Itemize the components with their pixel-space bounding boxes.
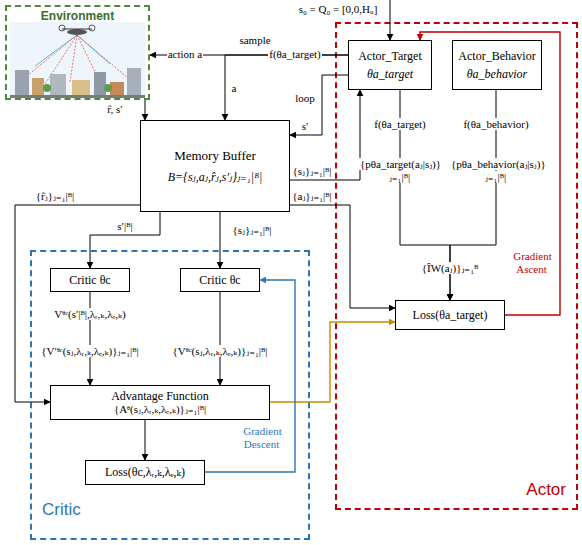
environment-panel: Environment (5, 5, 150, 100)
connector-arrow (145, 420, 146, 460)
actor-target-box: Actor_Target θa_target (348, 40, 432, 90)
formula-label-holder: {ÎW(aⱼ)}ⱼ₌₁ᴮ (410, 262, 490, 275)
actor-loss-box: Loss(θa_target) (395, 300, 505, 330)
edge-label-holder: Gradient Ascent (507, 250, 557, 276)
formula-label-holder: Vᶿᶜ(s′|ᴮ|,λᵣ,ₖ,λₑ,ₖ) (30, 308, 150, 321)
edge-label-holder: action a (159, 48, 211, 61)
formula-label: {Vᶿᶜ(sⱼ,λᵣ,ₖ,λₑ,ₖ)}ⱼ₌₁|ᴮ| (171, 345, 268, 357)
connector-arrow (90, 212, 160, 268)
connector-arrow (450, 90, 496, 300)
connector-arrow (290, 75, 348, 135)
edge-label-holder: {r̂ⱼ}ⱼ₌₁|ᴮ| (24, 190, 86, 203)
critic-network-box: Critic θc (180, 268, 260, 292)
connector-arrow (220, 212, 221, 268)
edge-label: a (231, 82, 238, 94)
formula-label-holder: f(θa_behavior) (454, 118, 538, 131)
edge-label: action a (167, 48, 204, 60)
formula-label-holder: {V′ᶿᶜ(sⱼ,λᵣ,ₖ,λₑ,ₖ)}ⱼ₌₁|ᴮ| (30, 345, 150, 358)
formula-label: loop (294, 92, 316, 104)
initial-state-wire (390, 0, 391, 40)
edge-label: {r̂ⱼ}ⱼ₌₁|ᴮ| (35, 190, 75, 202)
edge-label-holder: {sⱼ}ⱼ₌₁|ᴮ| (285, 165, 339, 178)
region-title: Critic (42, 500, 81, 520)
formula-label-holder: loop (290, 92, 320, 105)
formula-label-holder: {Vᶿᶜ(sⱼ,λᵣ,ₖ,λₑ,ₖ)}ⱼ₌₁|ᴮ| (165, 345, 275, 358)
connector-arrow (15, 205, 140, 402)
box-formula: {Aᶿ(sⱼ,λᵣ,ₖ,λₑ,ₖ)}ⱼ₌₁|ᴮ| (114, 403, 206, 416)
connector-arrow (205, 280, 295, 472)
box-title: Critic θc (69, 273, 110, 287)
memory-buffer-box: Memory BufferB={sⱼ,aⱼ,r̂ⱼ,s′ⱼ}ⱼ₌₁|ᴮ| (140, 120, 290, 212)
formula-label-holder: sample (235, 34, 275, 47)
critic-loss-box: Loss(θc,λᵣ,ₖ,λₑ,ₖ) (85, 460, 205, 485)
edge-label-holder: {aⱼ}ⱼ₌₁|ᴮ| (285, 190, 339, 203)
box-title: Loss(θa_target) (413, 308, 488, 322)
formula-label-holder: f(θa_target) (259, 48, 331, 61)
box-title: Critic θc (199, 273, 240, 287)
formula-label-holder: f(θa_target) (360, 118, 440, 131)
edge-label: {aⱼ}ⱼ₌₁|ᴮ| (291, 190, 333, 202)
edge-label: s′ (301, 120, 310, 132)
critic-region: Critic Critic θc Critic θc Advantage Functi… (30, 250, 310, 540)
box-formula: θa_behavior (467, 67, 528, 81)
formula-label: f(θa_behavior) (462, 118, 529, 130)
edge-label: Gradient Ascent (512, 250, 551, 275)
formula-label: Vᶿᶜ(s′|ᴮ|,λᵣ,ₖ,λₑ,ₖ) (53, 308, 126, 320)
connector-arrow (270, 322, 395, 402)
formula-label: f(θa_target) (373, 118, 426, 130)
connector-arrow (420, 32, 560, 315)
edge-label: s′|ᴮ| (116, 220, 133, 232)
edge-label-holder: a (227, 82, 241, 95)
connector-arrow (290, 90, 360, 180)
actor-behavior-box: Actor_Behavior θa_behavior (452, 40, 542, 90)
box-title: Actor_Target (358, 49, 422, 63)
edge-label-holder: s′ (295, 120, 315, 133)
edge-label-holder: s′|ᴮ| (105, 220, 145, 233)
formula-label-holder: {pθa_target(aⱼ|sⱼ)}ⱼ₌₁|ᴮ| (354, 158, 446, 184)
connector-arrow (150, 55, 348, 56)
formula-label: {pθa_behavior(aⱼ|sⱼ)}ⱼ₌₁|ᴮ| (450, 158, 546, 183)
formula-label: sample (238, 34, 271, 46)
connector-arrow (145, 100, 146, 120)
connector-arrow (400, 90, 450, 300)
connector-arrow (90, 292, 91, 385)
box-title: Actor_Behavior (458, 49, 535, 63)
edge-label: {sⱼ}ⱼ₌₁|ᴮ| (292, 165, 333, 177)
connector-arrow (290, 205, 395, 308)
formula-label: s₀ = Q₀ = [0,0,Hᵤ] (298, 3, 379, 15)
advantage-function-box: Advantage Function{Aᶿ(sⱼ,λᵣ,ₖ,λₑ,ₖ)}ⱼ₌₁|… (50, 385, 270, 420)
formula-label: {pθa_target(aⱼ|sⱼ)}ⱼ₌₁|ᴮ| (359, 158, 441, 183)
formula-label: {V′ᶿᶜ(sⱼ,λᵣ,ₖ,λₑ,ₖ)}ⱼ₌₁|ᴮ| (40, 345, 139, 357)
formula-label-holder: {pθa_behavior(aⱼ|sⱼ)}ⱼ₌₁|ᴮ| (450, 158, 542, 184)
region-title: Actor (526, 480, 566, 500)
edge-label: {sⱼ}ⱼ₌₁|ᴮ| (232, 224, 273, 236)
formula-label: {ÎW(aⱼ)}ⱼ₌₁ᴮ (421, 262, 480, 274)
formula-label-holder: s₀ = Q₀ = [0,0,Hᵤ] (293, 3, 383, 16)
box-title: Memory Buffer (174, 148, 256, 164)
edge-label-holder: Gradient Descent (234, 425, 290, 451)
formula-label: f(θa_target) (268, 48, 321, 60)
edge-label: r̂, s′ (106, 103, 123, 115)
critic-network-box: Critic θc (50, 268, 130, 292)
edge-label-holder: {sⱼ}ⱼ₌₁|ᴮ| (225, 224, 279, 237)
box-formula: θa_target (367, 67, 413, 81)
connector-arrow (225, 55, 348, 120)
environment-illustration (10, 22, 145, 98)
box-title: Loss(θc,λᵣ,ₖ,λₑ,ₖ) (105, 465, 185, 479)
connector-arrow (220, 292, 221, 385)
edge-label: Gradient Descent (242, 425, 281, 450)
box-title: Advantage Function (111, 389, 209, 403)
box-formula: B={sⱼ,aⱼ,r̂ⱼ,s′ⱼ}ⱼ₌₁|ᴮ| (168, 170, 263, 184)
edge-label-holder: r̂, s′ (95, 103, 135, 116)
region-title: Environment (7, 9, 148, 23)
